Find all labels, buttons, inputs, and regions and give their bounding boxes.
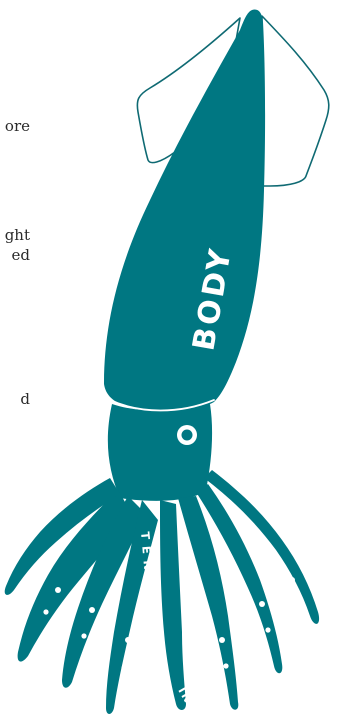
right-fin [262,16,329,186]
squid-arms [5,404,319,714]
squid-eye [177,425,197,445]
label-tentacles: TENTACLES [138,531,163,663]
